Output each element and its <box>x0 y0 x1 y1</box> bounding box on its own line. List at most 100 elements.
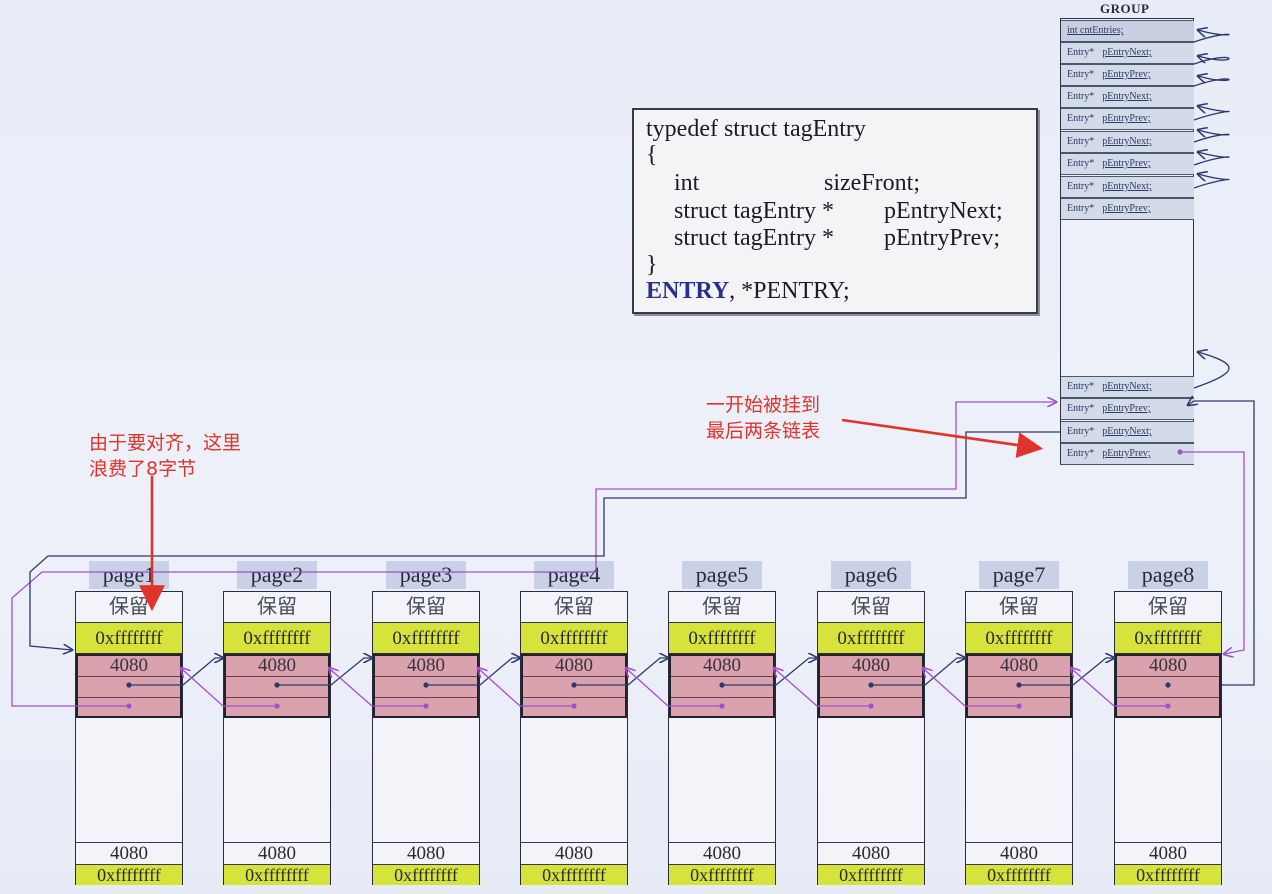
page-label: page2 <box>237 561 317 589</box>
footer-size-cell: 4080 <box>224 842 330 864</box>
entry-block: 4080 <box>669 654 775 718</box>
code-field2-type: struct tagEntry * <box>674 198 834 224</box>
footer-sentinel-cell: 0xffffffff <box>521 864 627 885</box>
group-next-row: Entry*pEntryNext; <box>1061 131 1194 153</box>
group-self-loop <box>1193 352 1230 389</box>
sentinel-cell: 0xffffffff <box>669 623 775 654</box>
prev-slot <box>968 697 1070 698</box>
reserved-cell: 保留 <box>1115 592 1221 623</box>
prev-slot <box>820 697 922 698</box>
group-self-loop <box>1193 106 1230 121</box>
group-prev-row: Entry*pEntryPrev; <box>1061 443 1194 465</box>
next-slot <box>820 676 922 677</box>
footer-size-cell: 4080 <box>818 842 924 864</box>
entry-block: 4080 <box>521 654 627 718</box>
group-prev-field: pEntryPrev; <box>1102 448 1151 459</box>
prev-slot <box>226 697 328 698</box>
code-field1-name: sizeFront; <box>824 170 920 196</box>
next-slot <box>523 676 625 677</box>
page-label: page6 <box>831 561 911 589</box>
group-self-loop <box>1193 152 1230 166</box>
reserved-cell: 保留 <box>224 592 330 623</box>
hook-arrow <box>841 418 1044 458</box>
page-label: page3 <box>386 561 466 589</box>
entry-size: 4080 <box>110 655 148 676</box>
code-field3-type: struct tagEntry * <box>674 225 834 251</box>
entry-size: 4080 <box>407 655 445 676</box>
prev-slot <box>375 697 477 698</box>
page-label: page5 <box>682 561 762 589</box>
entry-block: 4080 <box>76 654 182 718</box>
group-next-field: pEntryNext; <box>1102 91 1152 102</box>
group-self-loop <box>1193 56 1230 65</box>
sentinel-cell: 0xffffffff <box>818 623 924 654</box>
code-close-brace: } <box>646 252 658 278</box>
group-self-loop <box>1193 76 1230 87</box>
group-entry-type: Entry* <box>1067 158 1095 169</box>
entry-size: 4080 <box>1149 655 1187 676</box>
entry-size: 4080 <box>555 655 593 676</box>
entry-size: 4080 <box>258 655 296 676</box>
page-label: page1 <box>89 561 169 589</box>
next-slot <box>671 676 773 677</box>
group-next-field: pEntryNext; <box>1102 426 1152 437</box>
group-next-row: Entry*pEntryNext; <box>1061 86 1194 108</box>
group-next-row: Entry*pEntryNext; <box>1061 42 1194 64</box>
group-prev-field: pEntryPrev; <box>1102 203 1151 214</box>
footer-sentinel-cell: 0xffffffff <box>818 864 924 885</box>
code-typedef-line: typedef struct tagEntry <box>646 116 866 142</box>
next-slot <box>226 676 328 677</box>
code-typedef-names: ENTRY, *PENTRY; <box>646 278 850 304</box>
group-entry-type: Entry* <box>1067 113 1095 124</box>
prev-slot <box>78 697 180 698</box>
footer-size-cell: 4080 <box>76 842 182 864</box>
group-next-field: pEntryNext; <box>1102 381 1152 392</box>
sentinel-cell: 0xffffffff <box>373 623 479 654</box>
group-prev-row: Entry*pEntryPrev; <box>1061 153 1194 175</box>
next-slot <box>375 676 477 677</box>
group-prev-row: Entry*pEntryPrev; <box>1061 398 1194 420</box>
entry-size: 4080 <box>703 655 741 676</box>
code-field2-name: pEntryNext; <box>884 198 1003 224</box>
code-open-brace: { <box>646 142 658 168</box>
group-entry-type: Entry* <box>1067 47 1095 58</box>
footer-size-cell: 4080 <box>966 842 1072 864</box>
group-entry-type: Entry* <box>1067 426 1095 437</box>
entry-block: 4080 <box>966 654 1072 718</box>
entry-block: 4080 <box>818 654 924 718</box>
prev-slot <box>671 697 773 698</box>
footer-sentinel-cell: 0xffffffff <box>224 864 330 885</box>
group-next-row: Entry* pEntryNext; <box>1061 421 1194 443</box>
footer-size-cell: 4080 <box>669 842 775 864</box>
reserved-cell: 保留 <box>373 592 479 623</box>
footer-size-cell: 4080 <box>1115 842 1221 864</box>
group-title: GROUP <box>1100 1 1150 16</box>
group-prev-field: pEntryPrev; <box>1102 69 1151 80</box>
group-prev-field: pEntryPrev; <box>1102 113 1151 124</box>
reserved-cell: 保留 <box>76 592 182 623</box>
footer-size-cell: 4080 <box>373 842 479 864</box>
entry-block: 4080 <box>373 654 479 718</box>
next-slot <box>1117 676 1219 677</box>
hook-annotation: 一开始被挂到 最后两条链表 <box>706 394 821 442</box>
entry-size: 4080 <box>1000 655 1038 676</box>
prev-slot <box>523 697 625 698</box>
group-prev-row: Entry* pEntryPrev; <box>1061 198 1194 220</box>
entry-block: 4080 <box>1115 654 1221 718</box>
code-entry-keyword: ENTRY <box>646 278 730 304</box>
reserved-cell: 保留 <box>966 592 1072 623</box>
group-entry-type: Entry* <box>1067 136 1095 147</box>
footer-sentinel-cell: 0xffffffff <box>76 864 182 885</box>
group-entry-type: Entry* <box>1067 203 1095 214</box>
align-annotation: 由于要对齐，这里 浪费了8字节 <box>89 432 242 480</box>
footer-sentinel-cell: 0xffffffff <box>373 864 479 885</box>
footer-sentinel-cell: 0xffffffff <box>1115 864 1221 885</box>
group-entry-type: Entry* <box>1067 381 1095 392</box>
code-entry-rest: , *PENTRY; <box>729 278 850 304</box>
